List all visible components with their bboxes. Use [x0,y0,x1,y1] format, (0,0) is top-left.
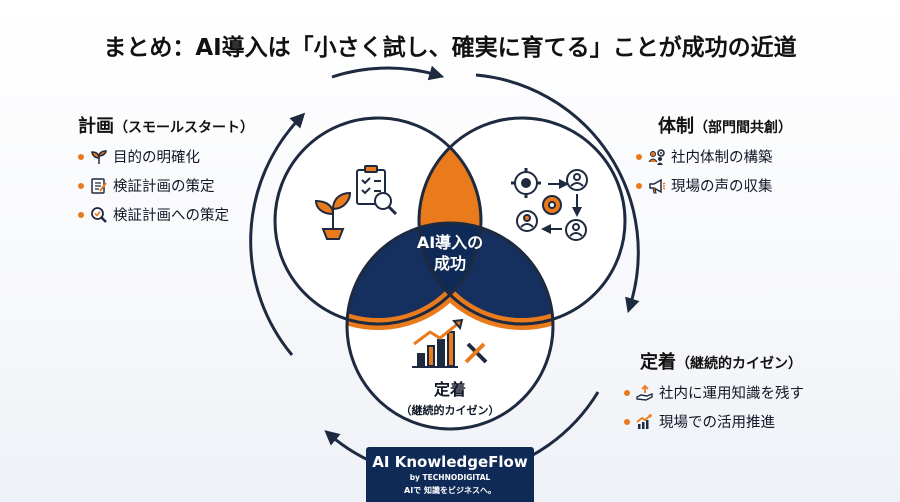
cycle-arc-left [249,112,306,356]
adoption-item-label: 社内に運用知識を残す [659,386,804,402]
structure-title-main: 体制 [658,116,694,137]
adoption-circle-label: 定着 （継続的カイゼン） [370,376,530,418]
brand-tagline: AIで 知識をビジネスへ。 [404,486,496,495]
clipboard-search-icon [356,165,398,216]
center-label-line2: 成功 [433,254,466,273]
brand-by: by TECHNODIGITAL [409,473,491,482]
adoption-item: 社内に運用知識を残す [624,382,804,403]
structure-title: 体制（部門間共創） [636,112,792,138]
plan-title-main: 計画 [78,116,114,137]
plan-item-label: 検証計画の策定 [113,179,215,195]
structure-item-label: 社内体制の構築 [671,150,773,166]
page-title: まとめ：AI導入は「小さく試し、確実に育てる」ことが成功の近道 [103,35,797,61]
adoption-item-label: 現場での活用推進 [659,415,775,431]
hand-knowledge-icon [636,384,653,401]
adoption-item: 現場での活用推進 [624,411,804,432]
structure-item-label: 現場の声の収集 [671,179,773,195]
bullet-dot [78,153,84,160]
trend-up-icon [636,413,652,429]
sprout-icon [91,149,107,164]
adoption-title-main: 定着 [640,352,676,373]
plan-title: 計画（スモールスタート） [78,112,254,138]
structure-group: 体制（部門間共創） 社内体制の構築 現場の声の収集 [636,112,792,196]
structure-item: 現場の声の収集 [636,175,792,196]
adoption-circle-title: 定着 [433,380,466,399]
plan-group: 計画（スモールスタート） 目的の明確化 検証計画の策定 検証計画への策定 [78,112,254,225]
bullet-dot [624,418,630,425]
growth-chart-icon [412,318,488,368]
adoption-circle-subtitle: （継続的カイゼン） [400,404,500,417]
adoption-subtitle: （継続的カイゼン） [676,356,802,372]
magnifier-check-icon [91,206,107,223]
brand-name: AI KnowledgeFlow [372,453,528,471]
brand-logo: AI KnowledgeFlow by TECHNODIGITAL AIで 知識… [366,447,534,502]
bullet-dot [78,182,84,189]
bullet-dot [624,389,630,396]
bullet-dot [636,182,642,189]
cycle-arc-top [331,65,445,81]
plan-item: 検証計画への策定 [78,204,254,225]
bullet-dot [78,211,84,218]
gears-people-icon [511,168,588,241]
team-gear-icon [648,148,665,165]
megaphone-icon [649,178,666,193]
center-label: AI導入の 成功 [395,232,505,274]
plan-item-label: 目的の明確化 [113,150,200,166]
adoption-group: 定着（継続的カイゼン） 社内に運用知識を残す 現場での活用推進 [624,348,804,432]
bullet-dot [636,153,642,160]
center-label-line1: AI導入の [416,233,484,252]
cycle-arc-right [475,73,640,314]
plan-item-label: 検証計画への策定 [113,208,229,224]
plan-item: 検証計画の策定 [78,175,254,196]
structure-subtitle: （部門間共創） [694,120,792,136]
plan-subtitle: （スモールスタート） [114,120,254,136]
seedling-icon [314,191,352,240]
plan-item: 目的の明確化 [78,146,254,167]
adoption-title: 定着（継続的カイゼン） [640,348,804,374]
checklist-icon [91,177,107,194]
structure-item: 社内体制の構築 [636,146,792,167]
